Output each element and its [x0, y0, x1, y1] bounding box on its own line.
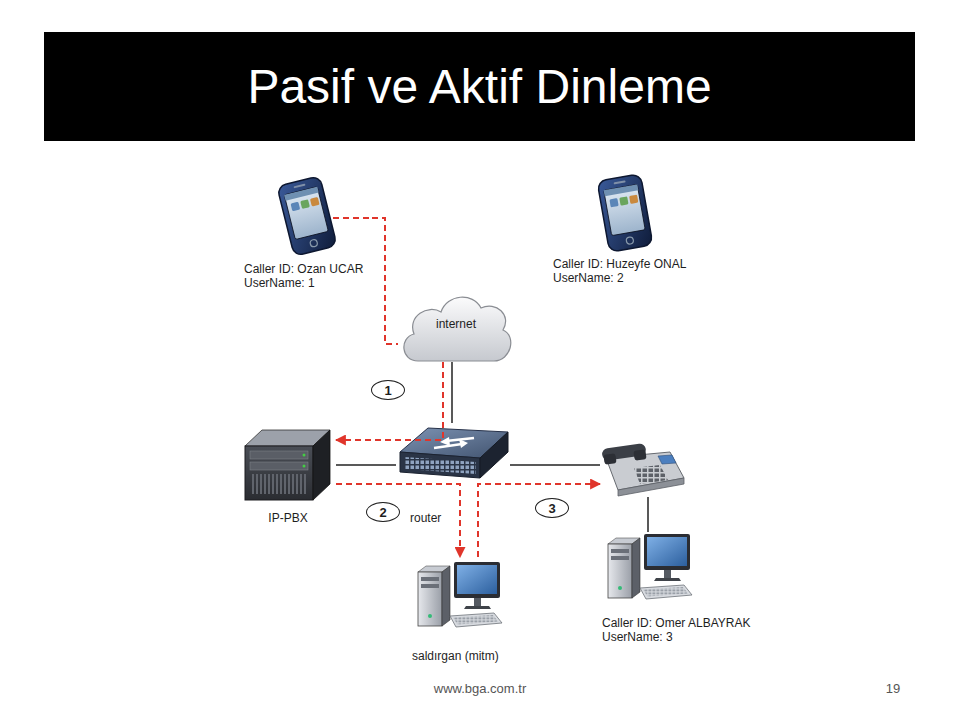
callout-number: 3: [548, 501, 555, 516]
callout-number-holder: 2: [366, 502, 400, 522]
attack-flow-arrow: [336, 362, 443, 440]
server-icon: [245, 430, 330, 500]
internet-cloud: internet: [398, 288, 514, 362]
device-caption: IP-PBX: [268, 511, 307, 525]
device-caption: Caller ID: Ozan UCAR: [244, 262, 363, 276]
mobile-phone: Caller ID: Huzeyfe ONALUserName: 2: [549, 175, 699, 287]
attack-flow-arrow: [478, 484, 600, 557]
cloud-label: internet: [436, 317, 476, 331]
callout-number: 2: [379, 505, 386, 520]
user-workstation: Caller ID: Omer ALBAYRAKUserName: 3: [600, 436, 775, 646]
callout-number-holder: 1: [371, 380, 405, 400]
ip-pbx-server: IP-PBX: [240, 425, 336, 527]
device-caption: UserName: 2: [553, 271, 624, 285]
network-link: [451, 362, 453, 423]
attacker-workstation: saldırgan (mitm): [408, 557, 520, 665]
router-icon: [400, 428, 508, 478]
attack-flow-arrow: [336, 484, 460, 557]
page-number-holder: 19: [870, 678, 916, 698]
mobile-phone: Caller ID: Ozan UCARUserName: 1: [240, 178, 372, 292]
callout-number-holder: 3: [535, 498, 569, 518]
desk-phone-icon: [601, 443, 684, 496]
title-band: Pasif ve Aktif Dinleme: [44, 32, 915, 141]
callout-number: 1: [384, 383, 391, 398]
device-caption: UserName: 3: [602, 630, 673, 644]
device-caption: Caller ID: Huzeyfe ONAL: [553, 257, 686, 271]
device-caption: router: [410, 511, 441, 525]
device-caption: Caller ID: Omer ALBAYRAK: [602, 616, 751, 630]
router: router: [396, 423, 510, 527]
device-caption: saldırgan (mitm): [412, 649, 499, 663]
attack-flow-arrow: [372, 218, 398, 344]
footer-url-holder: www.bga.com.tr: [360, 678, 600, 698]
page-number: 19: [886, 681, 900, 696]
network-link: [510, 464, 600, 466]
footer-url: www.bga.com.tr: [434, 681, 526, 696]
network-link: [336, 464, 396, 466]
slide-title: Pasif ve Aktif Dinleme: [247, 59, 711, 114]
device-caption: UserName: 1: [244, 276, 315, 290]
